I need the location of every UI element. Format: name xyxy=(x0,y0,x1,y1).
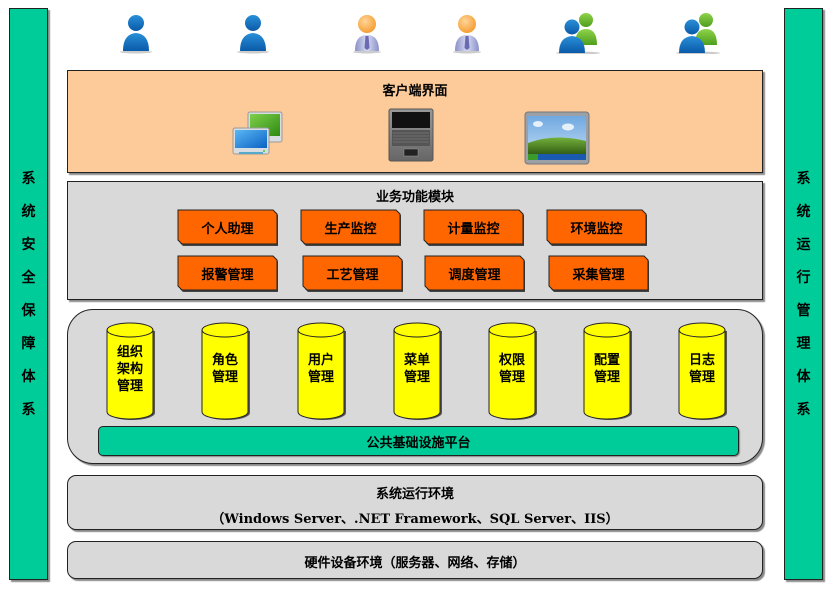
user-group-icon xyxy=(554,8,602,55)
side-panel-char: 统 xyxy=(21,203,36,220)
component-cylinder[interactable]: 日志管理 xyxy=(678,322,727,420)
component-label: 用户管理 xyxy=(297,352,345,386)
component-label: 日志管理 xyxy=(678,352,726,386)
component-label-line: 配置 xyxy=(593,353,620,368)
side-panel-char: 运 xyxy=(796,236,811,253)
user-blue-icon xyxy=(112,8,160,54)
hardware-environment-layer: 硬件设备环境（服务器、网络、存储） xyxy=(67,541,763,579)
component-label: 菜单管理 xyxy=(393,352,441,386)
module-button[interactable]: 调度管理 xyxy=(424,255,525,292)
client-layer-title: 客户端界面 xyxy=(382,84,448,99)
component-label: 组织架构管理 xyxy=(106,344,154,395)
side-panel-char: 系 xyxy=(21,170,36,187)
business-modules-layer: 业务功能模块 个人助理 生产监控 计量监控 环境监控报警管理 工艺管理 调度管理 采集管理 xyxy=(67,181,763,300)
network-computers-icon xyxy=(231,111,283,159)
component-label: 角色管理 xyxy=(201,352,249,386)
module-label: 调度管理 xyxy=(448,267,501,283)
component-cylinder[interactable]: 菜单管理 xyxy=(393,322,442,420)
side-panel-char: 管 xyxy=(796,302,811,319)
component-label-line: 权限 xyxy=(498,353,525,368)
side-panel-char: 理 xyxy=(796,335,811,352)
component-label: 权限管理 xyxy=(488,352,536,386)
users-row xyxy=(66,8,766,55)
component-label-line: 管理 xyxy=(307,370,334,385)
user-business-icon xyxy=(343,8,391,54)
side-panel-char: 保 xyxy=(21,302,36,319)
platform-layer: 组织架构管理角色管理用户管理菜单管理权限管理配置管理日志管理 公共基础设施平台 xyxy=(67,309,763,464)
client-interface-layer: 客户端界面 xyxy=(67,70,763,173)
side-panel-char: 系 xyxy=(796,170,811,187)
component-label-line: 管理 xyxy=(116,379,143,394)
component-label-line: 架构 xyxy=(116,362,143,377)
side-panel-char: 体 xyxy=(796,368,811,385)
runtime-environment-layer: 系统运行环境 （Windows Server、.NET Framework、SQ… xyxy=(67,475,763,530)
side-panel-char: 系 xyxy=(21,401,36,418)
user-group-icon xyxy=(674,8,722,55)
module-button[interactable]: 工艺管理 xyxy=(302,255,403,292)
business-layer-title: 业务功能模块 xyxy=(375,190,454,205)
component-label-line: 菜单 xyxy=(403,353,430,368)
module-button[interactable]: 个人助理 xyxy=(177,209,278,246)
component-cylinder[interactable]: 角色管理 xyxy=(201,322,250,420)
side-panel-char: 系 xyxy=(796,401,811,418)
module-button[interactable]: 采集管理 xyxy=(548,255,649,292)
component-label-line: 组织 xyxy=(116,345,143,360)
component-cylinder[interactable]: 用户管理 xyxy=(297,322,346,420)
module-label: 生产监控 xyxy=(324,221,377,237)
module-label: 个人助理 xyxy=(201,221,254,237)
module-label: 计量监控 xyxy=(447,221,500,237)
component-cylinder[interactable]: 配置管理 xyxy=(583,322,632,420)
side-panel-char: 全 xyxy=(21,269,36,286)
user-business-icon xyxy=(443,8,491,54)
monitor-desktop-icon xyxy=(524,111,590,169)
component-cylinder[interactable]: 权限管理 xyxy=(488,322,537,420)
runtime-layer-title: 系统运行环境 xyxy=(375,487,454,502)
component-label-line: 管理 xyxy=(593,370,620,385)
component-cylinder[interactable]: 组织架构管理 xyxy=(106,322,155,420)
hardware-layer-title: 硬件设备环境（服务器、网络、存储） xyxy=(304,556,526,571)
side-panel-char: 障 xyxy=(21,335,36,352)
public-infrastructure-platform: 公共基础设施平台 xyxy=(98,426,739,456)
component-label-line: 角色 xyxy=(211,353,238,368)
side-panel-char: 体 xyxy=(21,368,36,385)
module-label: 环境监控 xyxy=(570,221,623,237)
module-label: 报警管理 xyxy=(201,267,254,283)
side-panel-char: 行 xyxy=(796,269,811,286)
component-label-line: 管理 xyxy=(688,370,715,385)
module-button[interactable]: 生产监控 xyxy=(300,209,401,246)
module-button[interactable]: 环境监控 xyxy=(546,209,647,246)
component-label-line: 日志 xyxy=(688,353,715,368)
component-label-line: 管理 xyxy=(498,370,525,385)
operations-management-panel: 系统运行管理体系 xyxy=(784,8,823,580)
component-label: 配置管理 xyxy=(583,352,631,386)
component-label-line: 管理 xyxy=(403,370,430,385)
module-button[interactable]: 报警管理 xyxy=(177,255,278,292)
component-label-line: 管理 xyxy=(211,370,238,385)
module-label: 采集管理 xyxy=(572,267,625,283)
side-panel-char: 统 xyxy=(796,203,811,220)
runtime-layer-subtitle: （Windows Server、.NET Framework、SQL Serve… xyxy=(211,512,619,527)
laptop-icon xyxy=(388,108,434,166)
user-blue-icon xyxy=(229,8,277,54)
component-label-line: 用户 xyxy=(307,353,334,368)
module-label: 工艺管理 xyxy=(326,267,379,283)
security-system-panel: 系统安全保障体系 xyxy=(9,8,48,580)
module-button[interactable]: 计量监控 xyxy=(423,209,524,246)
side-panel-char: 安 xyxy=(21,236,36,253)
